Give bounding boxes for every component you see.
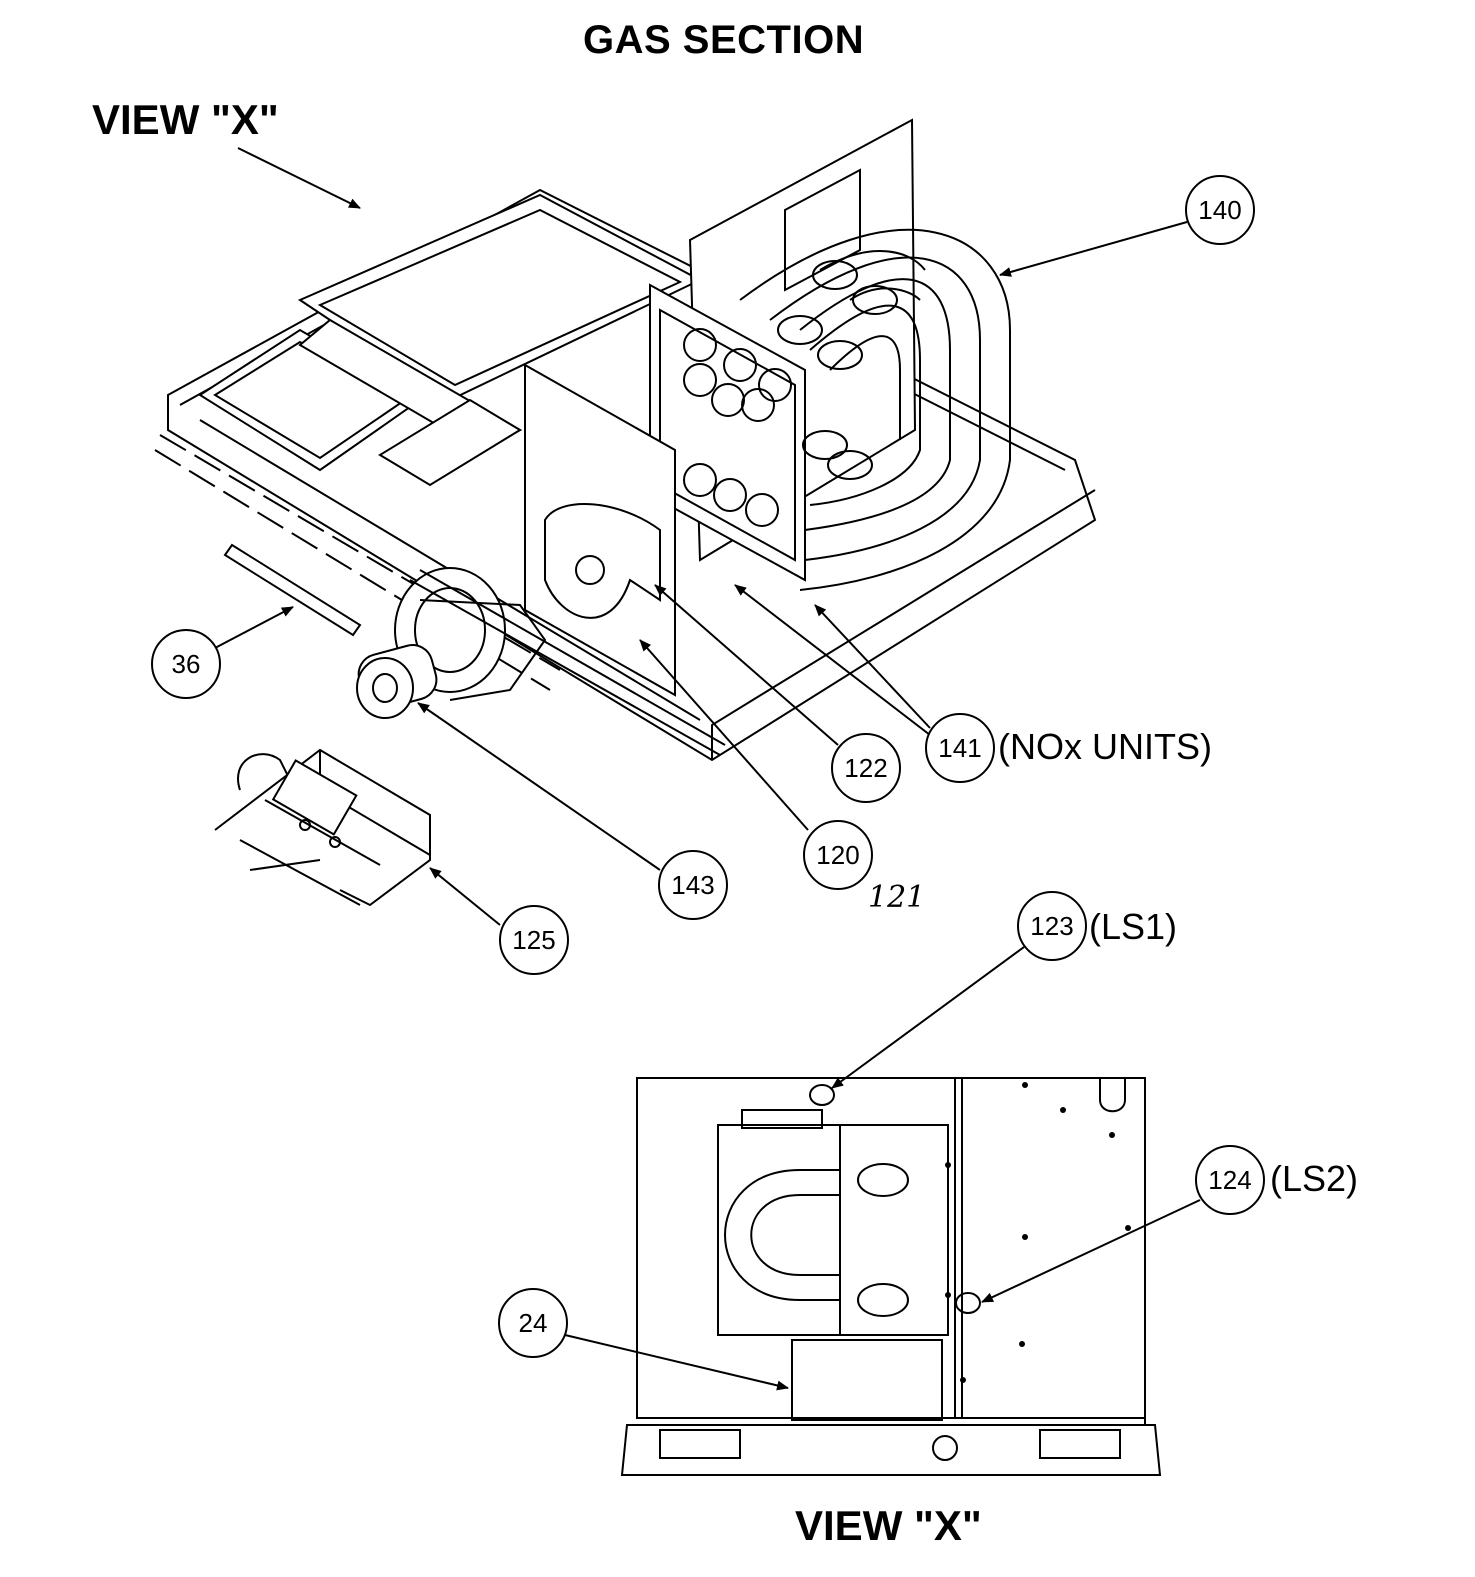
callout-143: 143	[658, 850, 728, 920]
burner-flanges	[777, 260, 898, 480]
view-x-arrow	[237, 147, 361, 209]
svg-text:123: 123	[1030, 911, 1073, 941]
inducer-housing-outline	[544, 503, 661, 619]
callout-36: 36	[151, 629, 221, 699]
svg-text:24: 24	[519, 1308, 548, 1338]
svg-text:141: 141	[938, 733, 981, 763]
control-box	[791, 1339, 943, 1421]
gas-valve-assembly	[214, 748, 431, 907]
leader-lines	[214, 147, 1201, 1391]
view-x-base	[620, 1424, 1162, 1476]
page-title: GAS SECTION	[583, 18, 865, 62]
callout-124: 124	[1195, 1145, 1265, 1215]
svg-text:143: 143	[671, 870, 714, 900]
view-x-label-bottom: VIEW "X"	[795, 1502, 982, 1549]
gas-section-assembly	[154, 118, 1097, 907]
callout-141: 141	[925, 713, 995, 783]
callout-123-suffix: (LS1)	[1089, 906, 1178, 947]
svg-text:36: 36	[172, 649, 201, 679]
svg-text:124: 124	[1208, 1165, 1251, 1195]
callout-125: 125	[499, 905, 569, 975]
svg-text:122: 122	[844, 753, 887, 783]
callout-141-suffix: (NOx UNITS)	[998, 726, 1212, 767]
u-tube-front	[724, 1169, 840, 1301]
heat-exchanger-plate	[649, 283, 806, 582]
limit-switch-ls2	[955, 1292, 981, 1314]
svg-text:140: 140	[1198, 195, 1241, 225]
heat-exchanger-tubes	[739, 228, 1011, 591]
limit-switch-ls1	[809, 1084, 835, 1106]
filler-strip	[223, 543, 362, 637]
handwritten-note: 121	[868, 880, 926, 915]
callout-122: 122	[831, 733, 901, 803]
svg-text:125: 125	[512, 925, 555, 955]
inducer-blower	[356, 567, 547, 719]
view-x-label-top: VIEW "X"	[92, 96, 279, 143]
view-x-assembly	[620, 1077, 1162, 1476]
callout-120: 120	[803, 820, 873, 890]
callout-140: 140	[1185, 175, 1255, 245]
svg-text:120: 120	[816, 840, 859, 870]
tube-openings	[683, 328, 792, 527]
callout-124-suffix: (LS2)	[1270, 1158, 1359, 1199]
callout-24: 24	[498, 1288, 568, 1358]
callout-123: 123	[1017, 891, 1087, 961]
